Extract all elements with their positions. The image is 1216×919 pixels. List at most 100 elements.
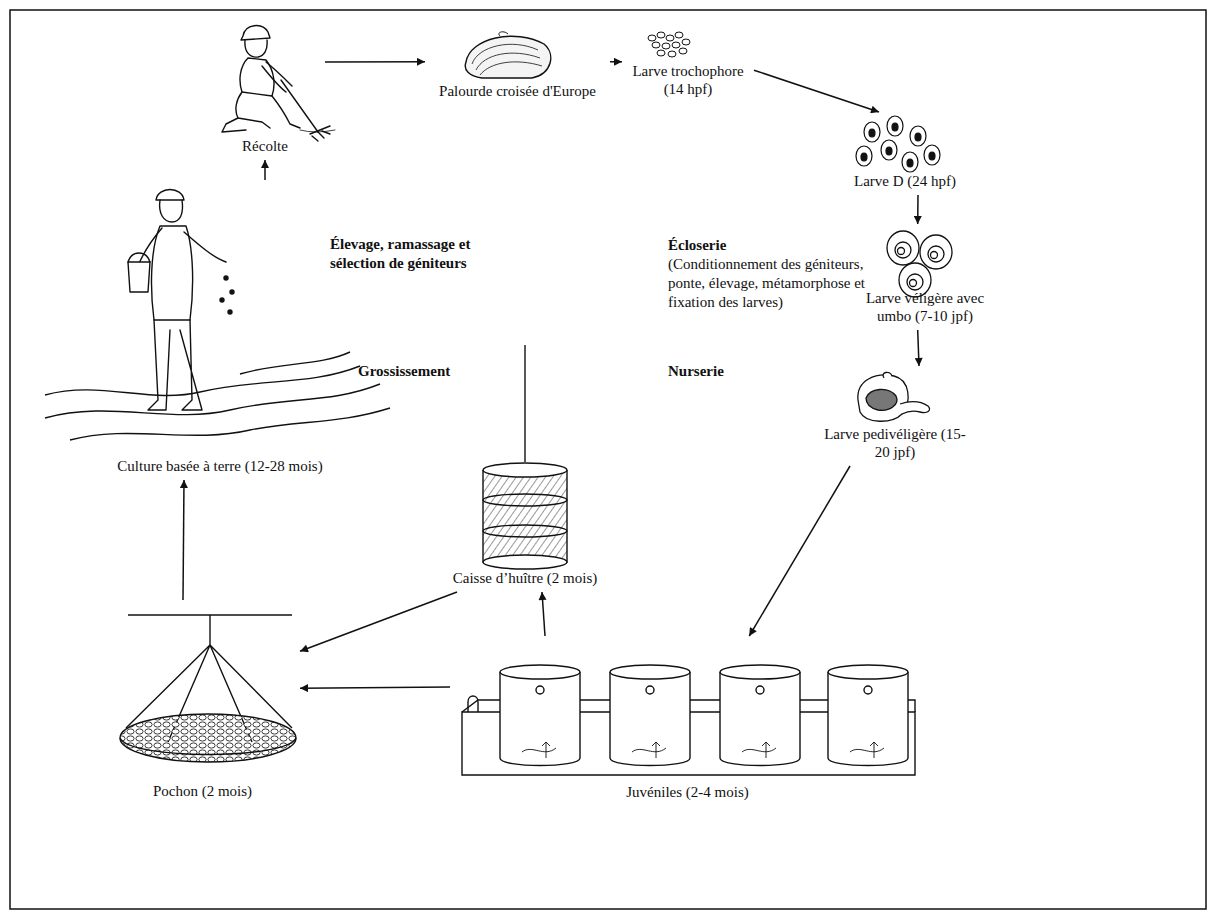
d-larvae <box>910 126 926 146</box>
larva-stage: Larve D (24 hpf) <box>840 112 970 195</box>
sower-figure <box>152 226 193 320</box>
nursery-tank <box>536 686 544 694</box>
d-larvae <box>886 147 892 155</box>
pochon-bag <box>209 615 210 645</box>
stage-caption: Récolte <box>242 137 288 155</box>
stage-caption: Caisse d’huître (2 mois) <box>453 569 598 587</box>
flow-arrow <box>610 61 622 63</box>
nursery-tank <box>522 748 556 752</box>
nursery-stage: Juvéniles (2-4 mois) <box>450 636 925 806</box>
veliger-larvae <box>928 246 944 262</box>
sower-figure <box>128 253 150 262</box>
stage-caption: Larve D (24 hpf) <box>854 172 956 190</box>
trochophore-larvae <box>657 50 665 56</box>
ground-furrows <box>45 352 390 440</box>
d-larvae <box>861 153 867 161</box>
harvest-stage: Récolte <box>205 18 325 160</box>
larva-stage: Larve véligère avec umbo (7-10 jpf) <box>852 224 998 330</box>
harvester-figure <box>310 126 330 141</box>
sower-figure <box>156 190 184 201</box>
pochon-bag <box>120 738 296 755</box>
flow-arrow <box>918 330 919 366</box>
harvester-figure <box>281 80 318 132</box>
sower-figure <box>128 262 150 292</box>
nursery-tank <box>500 665 580 679</box>
oyster-net <box>483 345 567 569</box>
nursery-tank <box>500 665 908 766</box>
pediveliger-larva <box>858 372 930 421</box>
nursery-tank <box>756 686 764 694</box>
d-larvae <box>924 145 940 165</box>
oyster-net <box>524 345 525 462</box>
veliger-larvae <box>910 280 917 287</box>
clam-shell <box>472 44 538 64</box>
trochophore-larvae <box>679 48 687 54</box>
section-heading: Nurserie <box>668 362 778 381</box>
trochophore-larvae <box>682 39 690 45</box>
oyster-net <box>483 555 567 569</box>
nursery-tank <box>864 686 872 694</box>
veliger-larvae <box>887 231 919 265</box>
d-larvae <box>869 129 875 137</box>
trochophore-larvae <box>672 42 680 48</box>
pediveliger-larva <box>900 402 930 414</box>
trochophore-larvae <box>662 43 670 49</box>
flow-arrow <box>542 592 545 636</box>
broodstock-stage: Palourde croisée d'Europe <box>425 25 610 105</box>
trochophore-larvae <box>652 42 660 48</box>
section-heading: Élevage, ramassage et sélection de génit… <box>330 235 520 273</box>
harvester-figure <box>266 62 292 86</box>
stage-caption: Larve pedivéligère (15-20 jpf) <box>820 425 970 461</box>
sower-figure <box>148 320 170 410</box>
trochophore-larvae <box>648 32 690 57</box>
flow-arrow <box>325 61 425 63</box>
pochon-bag <box>120 714 296 762</box>
nursery-tank <box>720 665 800 679</box>
d-larvae <box>856 146 872 166</box>
pediveliger-larva <box>858 375 908 421</box>
nursery-tank <box>500 672 580 766</box>
nursery-tank <box>610 672 690 766</box>
nursery-tank <box>632 748 666 752</box>
clam-shell <box>465 32 551 78</box>
d-larvae <box>856 116 940 172</box>
harvester-figure <box>222 26 335 141</box>
larva-stage: Larve trochophore (14 hpf) <box>622 25 754 103</box>
stage-caption: Culture basée à terre (12-28 mois) <box>117 457 322 475</box>
flow-arrow <box>183 480 184 600</box>
harvester-figure <box>236 92 270 128</box>
veliger-larvae <box>895 242 911 258</box>
d-larvae <box>929 152 935 160</box>
trochophore-larvae <box>668 51 676 57</box>
nursery-tank <box>742 748 776 752</box>
nursery-tank <box>828 672 908 766</box>
d-larvae <box>864 122 880 142</box>
nursery-tank <box>462 665 915 775</box>
harvester-figure <box>262 66 286 92</box>
veliger-larvae <box>898 248 905 255</box>
stage-caption: Palourde croisée d'Europe <box>439 82 596 100</box>
d-larvae <box>892 123 898 131</box>
veliger-larvae <box>931 252 938 259</box>
pediveliger-larva <box>883 372 892 378</box>
sower-figure <box>180 320 202 410</box>
oyster-net <box>483 494 567 506</box>
clam-shell <box>476 53 540 70</box>
flow-arrow <box>264 160 266 180</box>
nursery-tank <box>762 742 770 758</box>
oyster-net <box>483 470 567 562</box>
d-larvae <box>902 152 918 172</box>
sower-figure <box>128 190 234 411</box>
sower-figure <box>184 232 226 262</box>
harvester-figure <box>241 26 270 40</box>
clam-shell <box>499 32 508 36</box>
flow-arrow <box>754 70 879 112</box>
d-larvae <box>881 140 897 160</box>
section-heading: Grossissement <box>358 362 468 381</box>
sower-figure <box>220 298 224 302</box>
harvester-figure <box>300 130 335 132</box>
d-larvae <box>887 116 903 136</box>
d-larvae <box>915 133 921 141</box>
